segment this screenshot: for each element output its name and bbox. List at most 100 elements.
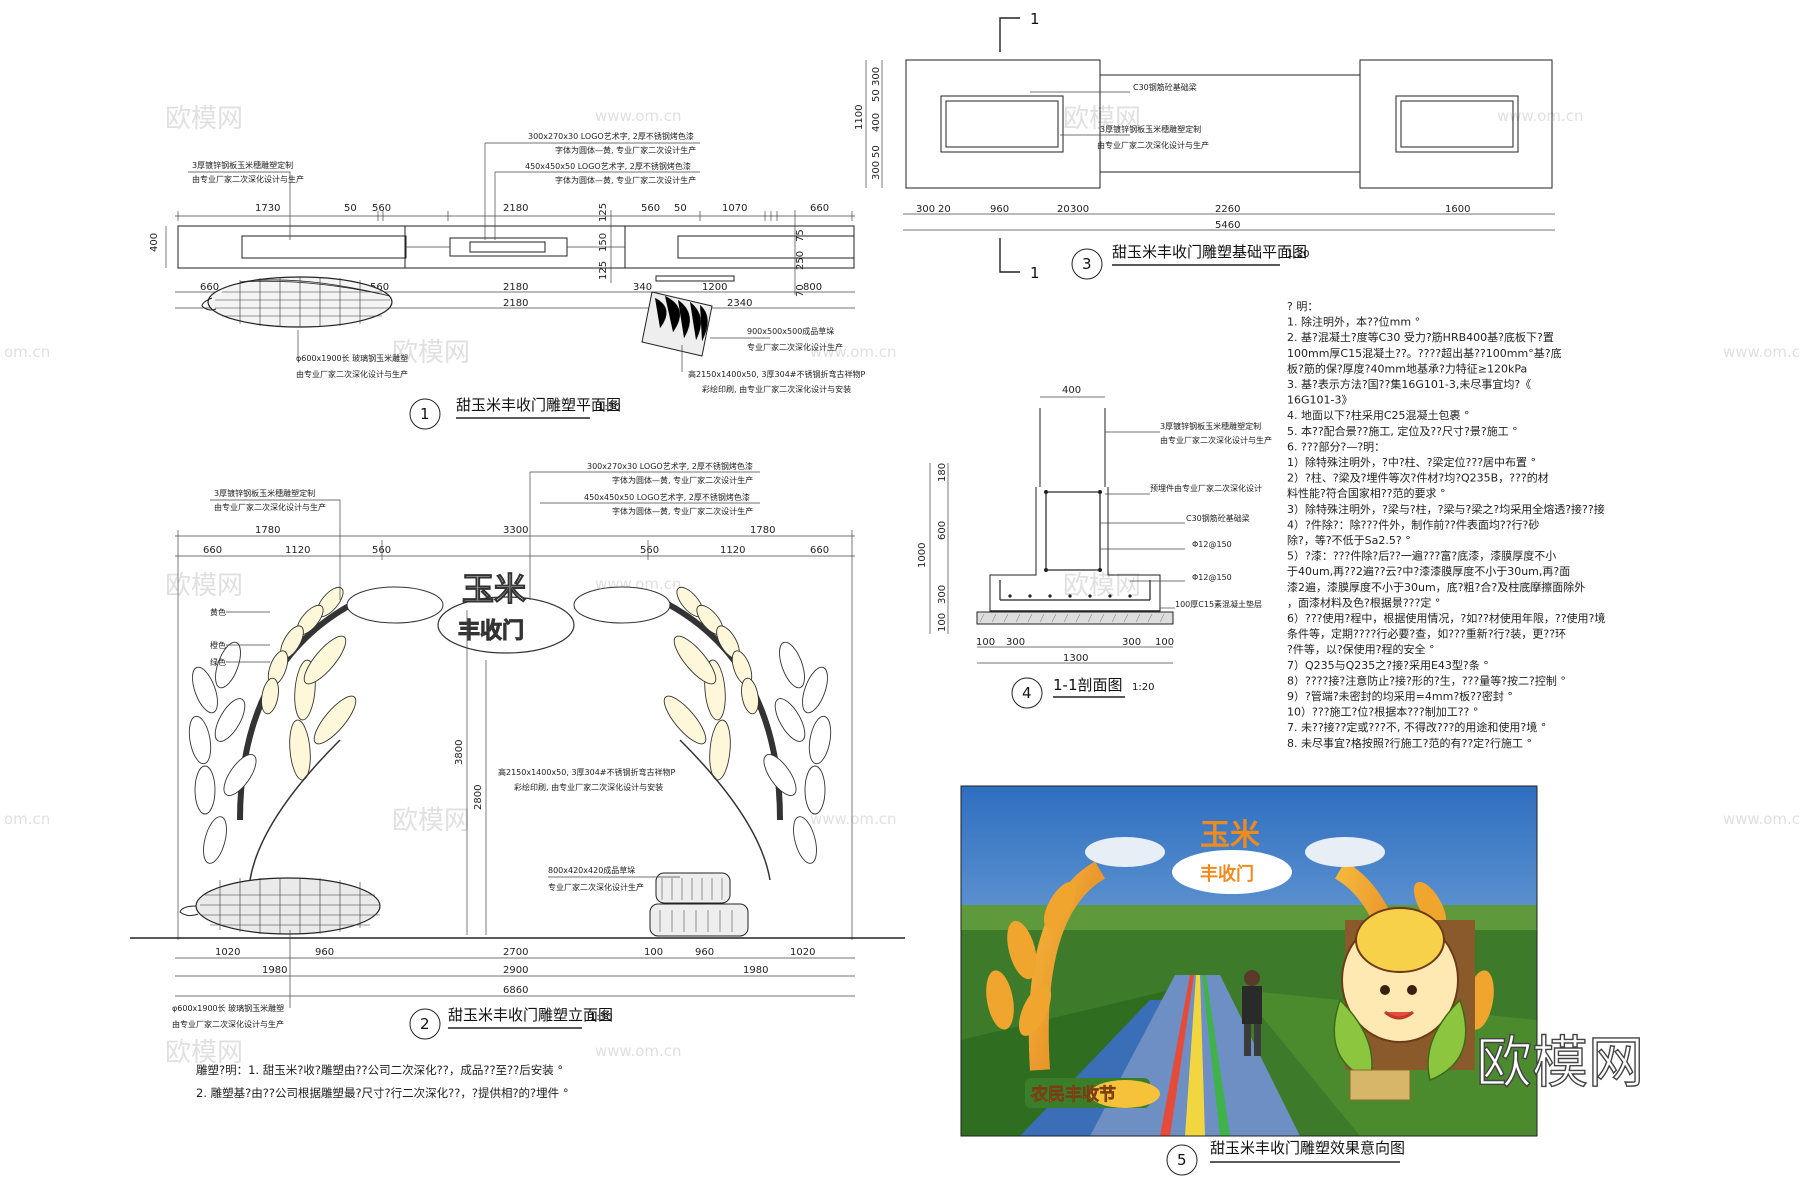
spec-note-line: 除?，等?不低于Sa2.5? ° bbox=[1287, 533, 1411, 547]
dim-label: 1020 bbox=[790, 947, 815, 958]
note: φ600x1900长 玻璃钢玉米雕塑 bbox=[172, 1003, 284, 1013]
right-wheat-wreath bbox=[658, 586, 832, 881]
corn-mascot bbox=[1333, 907, 1475, 1082]
plan-drawing: 1730 50 560 2180 560 50 1070 660 400 125… bbox=[149, 131, 866, 430]
dim-label: 960 bbox=[695, 947, 714, 958]
watermark-url: www.om.cn bbox=[1497, 107, 1584, 125]
dim-label: 660 bbox=[810, 203, 829, 214]
dim-label: 1020 bbox=[215, 947, 240, 958]
note: 800x420x420成品草垛 bbox=[548, 865, 635, 875]
drawing-title: 甜玉米丰收门雕塑基础平面图 bbox=[1112, 243, 1307, 261]
dim-label: 1730 bbox=[255, 203, 280, 214]
watermark-cn: 欧模网 bbox=[165, 571, 243, 601]
dim-label: 1120 bbox=[285, 545, 310, 556]
dim-label: 2180 bbox=[503, 282, 528, 293]
spec-note-line: 1. 除注明外，本??位mm ° bbox=[1287, 315, 1420, 329]
person bbox=[1242, 970, 1262, 1056]
render-logo-bottom: 丰收门 bbox=[1200, 863, 1254, 885]
drawing-title: 甜玉米丰收门雕塑效果意向图 bbox=[1210, 1139, 1405, 1157]
note: 字体为圆体—黄, 专业厂家二次设计生产 bbox=[612, 475, 753, 485]
dim-label: 3800 bbox=[454, 740, 465, 765]
dim-label: 300 bbox=[1070, 204, 1089, 215]
spec-note-line: 2）?柱、?梁及?埋件等次?件材?均?Q235B，???的材 bbox=[1287, 471, 1549, 485]
dim-label: 560 bbox=[372, 203, 391, 214]
spec-note-line: 条件等，定期????行必要?查，如???重新?行?装，更??环 bbox=[1287, 627, 1566, 641]
note: Φ12@150 bbox=[1192, 540, 1232, 549]
watermark-url: www.om.cn bbox=[810, 343, 897, 361]
spec-note-line: 于40um,再??2遍??云?中?漆漆膜厚度不小于30um,再?面 bbox=[1287, 564, 1570, 578]
spec-note-line: 1）除特殊注明外，?中?柱、?梁定位???居中布置 ° bbox=[1287, 455, 1536, 469]
festival-banner: 农民丰收节 bbox=[1025, 1078, 1160, 1108]
corn-sculpture-plan bbox=[201, 276, 393, 328]
spec-note-line: 漆2遍，漆膜厚度不小于30um，底?粗?合?及柱底摩擦面除外 bbox=[1287, 580, 1585, 594]
note: 300x270x30 LOGO艺术字, 2厚不锈钢烤色漆 bbox=[528, 131, 694, 141]
note: 由专业厂家二次深化设计与生产 bbox=[1097, 140, 1209, 150]
dim-label: 100 bbox=[937, 613, 948, 632]
note: 彩绘印刷, 由专业厂家二次深化设计与安装 bbox=[702, 384, 851, 394]
brand-watermark: 欧模网 bbox=[1476, 1031, 1644, 1096]
dim-label: 800 bbox=[803, 282, 822, 293]
drawing-number: 1 bbox=[420, 405, 430, 423]
watermark-cn: 欧模网 bbox=[1063, 104, 1141, 134]
spec-note-line: 料性能?符合国家相??范的要求 ° bbox=[1287, 486, 1446, 500]
drawing-title: 1-1剖面图 bbox=[1053, 676, 1123, 694]
dim-label: 100 bbox=[644, 947, 663, 958]
drawing-number: 3 bbox=[1082, 255, 1092, 273]
dim-label: 2180 bbox=[503, 203, 528, 214]
dim-label: 125 bbox=[598, 203, 609, 222]
dim-label: 2700 bbox=[503, 947, 528, 958]
dim-label: 560 bbox=[372, 545, 391, 556]
note: Φ12@150 bbox=[1192, 573, 1232, 582]
dim-label: 660 bbox=[810, 545, 829, 556]
drawing-title: 甜玉米丰收门雕塑立面图 bbox=[448, 1006, 613, 1024]
note: 450x450x50 LOGO艺术字, 2厚不锈钢烤色漆 bbox=[584, 492, 750, 502]
dim-label: 2260 bbox=[1215, 204, 1240, 215]
logo-text-bottom: 丰收门 bbox=[458, 618, 524, 644]
dim-label: 250 bbox=[795, 251, 806, 270]
section-mark: 1 bbox=[1030, 264, 1040, 282]
dim-label: 400 bbox=[1062, 385, 1081, 396]
dim-label: 600 bbox=[937, 521, 948, 540]
dim-label: 2800 bbox=[473, 785, 484, 810]
dim-label: 6860 bbox=[503, 985, 528, 996]
dim-label: 560 bbox=[641, 203, 660, 214]
dim-label: 1100 bbox=[854, 105, 865, 130]
note: 300x270x30 LOGO艺术字, 2厚不锈钢烤色漆 bbox=[587, 461, 753, 471]
watermark-url: om.cn bbox=[4, 810, 50, 828]
note: C30钢筋砼基础梁 bbox=[1133, 82, 1197, 92]
watermark-url: www.om.cn bbox=[810, 810, 897, 828]
watermark-url: www.om.cn bbox=[1497, 575, 1584, 593]
watermark-cn: 欧模网 bbox=[1063, 571, 1141, 601]
dim-label: 400 bbox=[149, 233, 160, 252]
watermark-url: www.om.cn bbox=[595, 107, 682, 125]
spec-note-line: 7）Q235与Q235之?接?采用E43型?条 ° bbox=[1287, 658, 1489, 672]
dim-label: 50 bbox=[871, 145, 882, 158]
legend-item: 绿色 bbox=[210, 657, 226, 667]
drawing-scale: 1:20 bbox=[1132, 682, 1154, 693]
watermark-url: www.om.cn bbox=[595, 1042, 682, 1060]
dim-label: 300 bbox=[916, 204, 935, 215]
dim-label: 1300 bbox=[1063, 653, 1088, 664]
dim-label: 300 bbox=[871, 161, 882, 180]
dim-label: 5460 bbox=[1215, 220, 1240, 231]
dim-label: 150 bbox=[598, 233, 609, 252]
spec-note-line: 16G101-3》 bbox=[1287, 394, 1352, 407]
note: 3厚镀锌钢板玉米穗雕塑定制 bbox=[1100, 124, 1201, 134]
dim-label: 75 bbox=[795, 229, 806, 242]
corn-sculpture-elevation bbox=[179, 877, 381, 935]
spec-note-line: 9）?管端?未密封的均采用=4mm?板??密封 ° bbox=[1287, 689, 1513, 703]
dim-label: 300 bbox=[1006, 637, 1025, 648]
dim-label: 180 bbox=[937, 463, 948, 482]
watermark-cn: 欧模网 bbox=[165, 1038, 243, 1068]
dim-label: 560 bbox=[640, 545, 659, 556]
spec-note-line: 6）???使用?程中，根据使用情况，?如??材使用年限，??使用?境 bbox=[1287, 611, 1605, 625]
dim-label: 2180 bbox=[503, 298, 528, 309]
spec-note-line: 板?筋的保?厚度?40mm地基承?力特征≥120kPa bbox=[1287, 361, 1527, 375]
note: 彩绘印刷, 由专业厂家二次深化设计与安装 bbox=[514, 782, 663, 792]
note: 由专业厂家二次深化设计与生产 bbox=[192, 174, 304, 184]
section-drawing: 400 1000 180 600 300 100 100 300 300 100 bbox=[917, 385, 1272, 709]
dim-label: 1980 bbox=[743, 965, 768, 976]
watermark-url: om.cn bbox=[4, 343, 50, 361]
watermark-cn: 欧模网 bbox=[392, 338, 470, 368]
dim-label: 1070 bbox=[722, 203, 747, 214]
